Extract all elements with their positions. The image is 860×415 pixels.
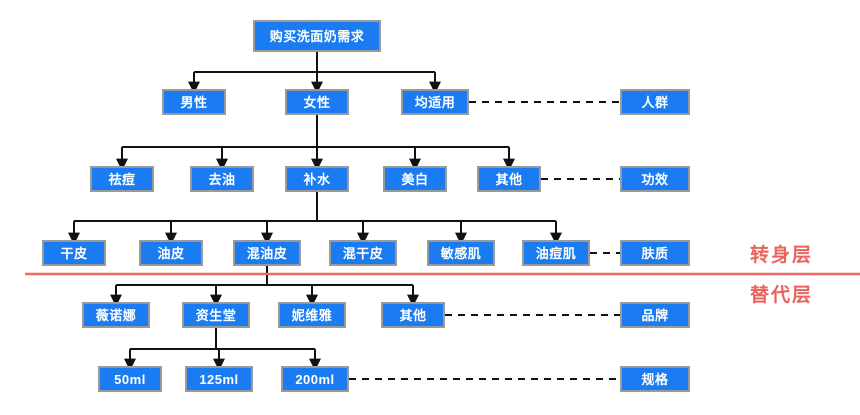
category-node-功效[interactable]: 功效 <box>620 166 690 192</box>
node-女性[interactable]: 女性 <box>285 89 349 115</box>
category-node-肤质[interactable]: 肤质 <box>620 240 690 266</box>
node-去油[interactable]: 去油 <box>190 166 254 192</box>
node-祛痘[interactable]: 祛痘 <box>90 166 154 192</box>
node-125ml[interactable]: 125ml <box>185 366 253 392</box>
node-油痘肌[interactable]: 油痘肌 <box>522 240 590 266</box>
node-干皮[interactable]: 干皮 <box>42 240 106 266</box>
category-node-规格[interactable]: 规格 <box>620 366 690 392</box>
node-男性[interactable]: 男性 <box>162 89 226 115</box>
node-50ml[interactable]: 50ml <box>98 366 162 392</box>
node-妮维雅[interactable]: 妮维雅 <box>278 302 346 328</box>
layer-label-below: 替代层 <box>750 285 814 306</box>
node-均适用[interactable]: 均适用 <box>401 89 469 115</box>
node-购买洗面奶需求[interactable]: 购买洗面奶需求 <box>253 20 381 52</box>
category-node-人群[interactable]: 人群 <box>620 89 690 115</box>
node-200ml[interactable]: 200ml <box>281 366 349 392</box>
node-薇诺娜[interactable]: 薇诺娜 <box>82 302 150 328</box>
node-补水[interactable]: 补水 <box>285 166 349 192</box>
node-资生堂[interactable]: 资生堂 <box>182 302 250 328</box>
node-混油皮[interactable]: 混油皮 <box>233 240 301 266</box>
node-混干皮[interactable]: 混干皮 <box>329 240 397 266</box>
node-油皮[interactable]: 油皮 <box>139 240 203 266</box>
category-node-品牌[interactable]: 品牌 <box>620 302 690 328</box>
node-其他[interactable]: 其他 <box>381 302 445 328</box>
node-敏感肌[interactable]: 敏感肌 <box>427 240 495 266</box>
layer-label-above: 转身层 <box>750 245 814 266</box>
node-美白[interactable]: 美白 <box>383 166 447 192</box>
node-其他[interactable]: 其他 <box>477 166 541 192</box>
